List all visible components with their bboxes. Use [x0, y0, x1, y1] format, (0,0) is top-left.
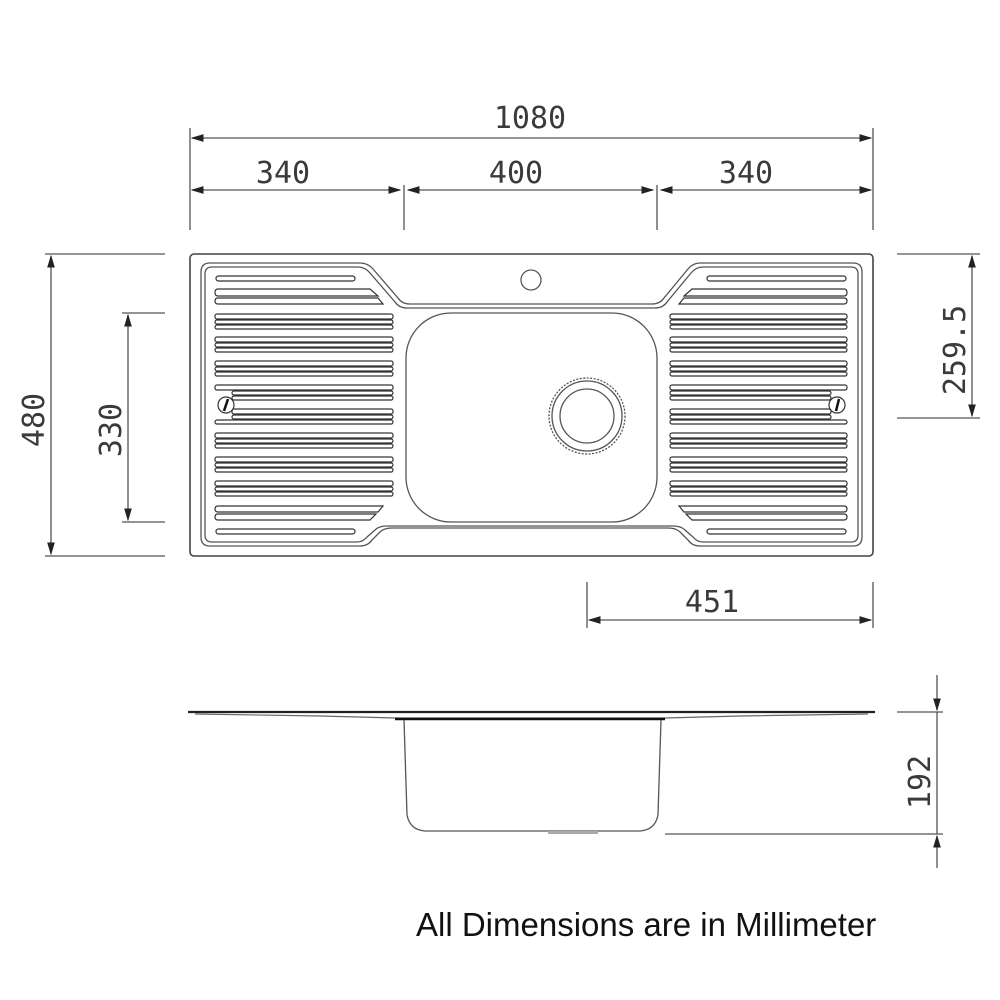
sink-plan-view — [189, 253, 874, 557]
dimension-bowl-depth: 330 — [94, 312, 165, 523]
tap-hole — [520, 269, 542, 291]
sink-outline — [189, 253, 874, 557]
bowl-height-label: 192 — [903, 755, 938, 809]
drain-ring — [551, 380, 623, 452]
overall-width-label: 1080 — [494, 101, 566, 136]
sink-side-view — [188, 710, 875, 834]
drain-outlet — [548, 831, 598, 834]
overall-depth-label: 480 — [17, 393, 52, 447]
dimension-right-drainer: 340 — [659, 156, 873, 194]
dimension-tap-to-drain: 259.5 — [897, 253, 980, 419]
right-drainer-label: 340 — [719, 156, 773, 191]
dimension-left-drainer: 340 — [190, 156, 405, 230]
bowl-depth-label: 330 — [94, 403, 129, 457]
drain-outer-ring — [548, 377, 626, 455]
left-drainer-label: 340 — [256, 156, 310, 191]
dimension-bowl-width: 400 — [406, 156, 658, 230]
left-overflow-icon — [217, 396, 235, 414]
bowl-width-label: 400 — [489, 156, 543, 191]
dimension-bowl-height: 192 — [665, 675, 943, 868]
drain-inner — [559, 388, 615, 444]
right-overflow-icon — [828, 396, 846, 414]
drain-offset-label: 451 — [685, 585, 739, 620]
dimension-overall-depth: 480 — [17, 253, 165, 557]
dimension-overall-width: 1080 — [189, 101, 874, 230]
right-drainer-ribs — [669, 275, 848, 535]
sink-bowl — [405, 312, 658, 523]
left-drainer-ribs — [214, 275, 394, 535]
units-note: All Dimensions are in Millimeter — [416, 906, 877, 943]
tap-to-drain-label: 259.5 — [938, 305, 973, 395]
dimension-drain-offset: 451 — [586, 582, 874, 628]
